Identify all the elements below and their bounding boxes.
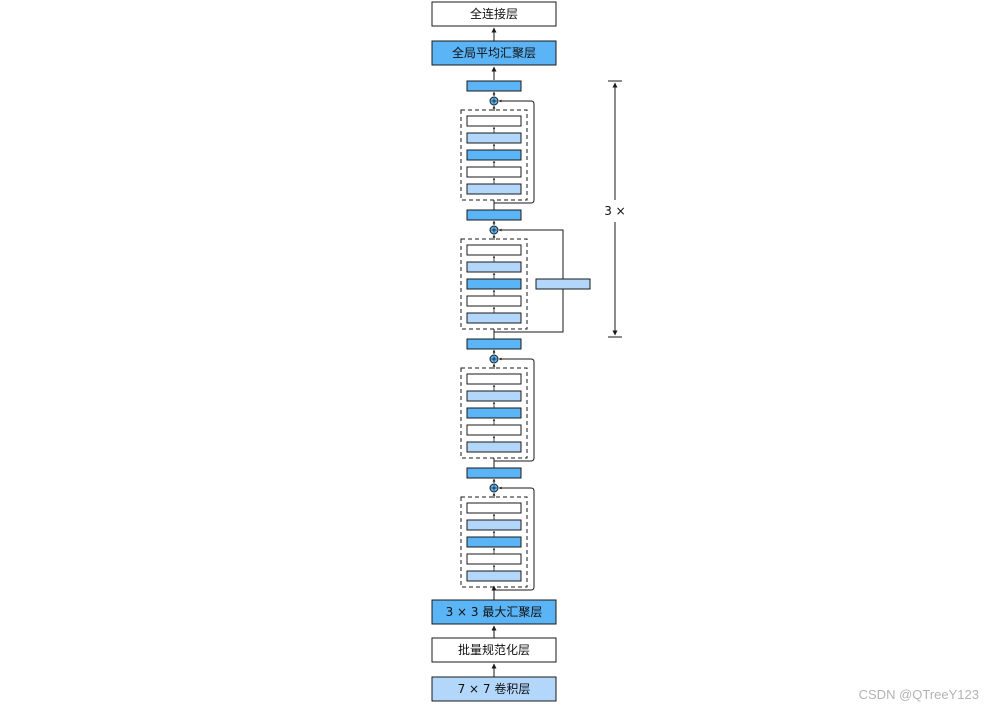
fc-layer: 全连接层 xyxy=(431,1,557,27)
conv7-label: 7 × 7 卷积层 xyxy=(458,681,531,696)
global-avg-pool-layer: 全局平均汇聚层 xyxy=(431,40,557,66)
block-layer xyxy=(466,407,522,419)
block-layer xyxy=(466,166,522,178)
skip-connection xyxy=(494,486,535,591)
block-layer xyxy=(466,570,522,582)
block-layer xyxy=(466,502,522,514)
block-layer xyxy=(466,312,522,324)
watermark: CSDN @QTreeY123 xyxy=(859,687,979,702)
projection-layer xyxy=(535,278,591,290)
block-layer xyxy=(466,424,522,436)
block-layer xyxy=(466,261,522,273)
block-layer xyxy=(466,115,522,127)
max-pool-label: 3 × 3 最大汇聚层 xyxy=(446,605,543,619)
block-layer xyxy=(466,441,522,453)
skip-connection xyxy=(494,99,535,204)
stage-output-bar xyxy=(466,80,522,92)
block-layer xyxy=(466,519,522,531)
block-layer xyxy=(466,149,522,161)
repeat-bracket: 3 × xyxy=(604,80,626,338)
skip-connection xyxy=(494,357,535,462)
conv7-layer: 7 × 7 卷积层 xyxy=(431,676,557,702)
block-layer xyxy=(466,278,522,290)
block-layer xyxy=(466,553,522,565)
block-layer xyxy=(466,373,522,385)
global-avg-pool-label: 全局平均汇聚层 xyxy=(452,45,536,60)
repeat-label: 3 × xyxy=(604,204,626,218)
block-layer xyxy=(466,536,522,548)
block-layer xyxy=(466,295,522,307)
stage-output-bar xyxy=(466,467,522,479)
batch-norm-layer: 批量规范化层 xyxy=(431,637,557,663)
batch-norm-label: 批量规范化层 xyxy=(458,642,530,657)
block-layer xyxy=(466,132,522,144)
block-layer xyxy=(466,244,522,256)
stage-output-bar xyxy=(466,209,522,221)
fc-layer-label: 全连接层 xyxy=(470,6,518,21)
max-pool-layer: 3 × 3 最大汇聚层 xyxy=(431,599,557,625)
block-layer xyxy=(466,183,522,195)
residual-stages xyxy=(460,80,591,597)
stage-output-bar xyxy=(466,338,522,350)
block-layer xyxy=(466,390,522,402)
